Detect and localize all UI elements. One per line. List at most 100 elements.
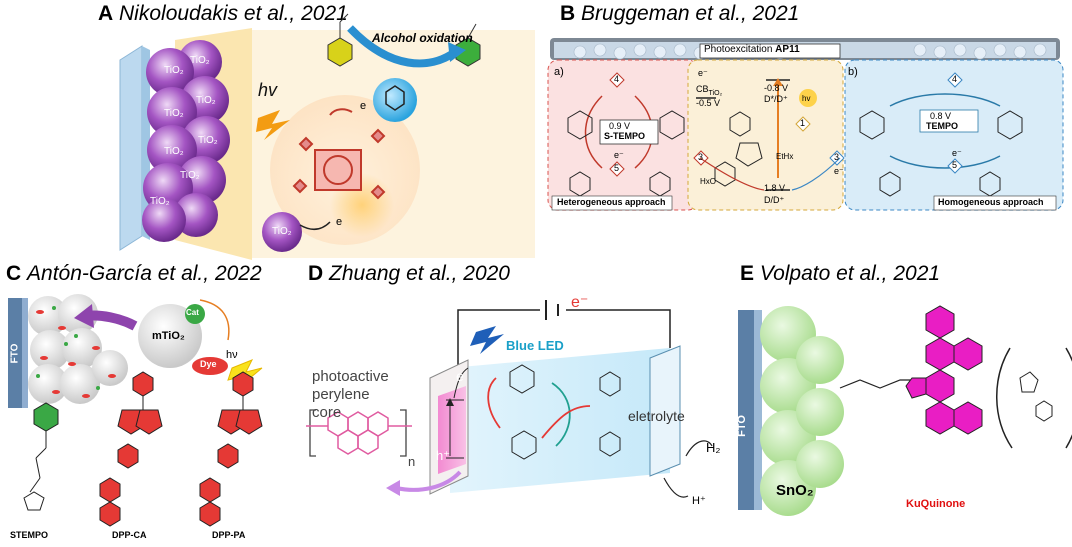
photoexcitation-banner [699,43,841,59]
step-1-label: 1 [800,118,806,128]
hv-label-a: hv [258,80,278,100]
sno2-label: SnO₂ [776,482,814,499]
electron-b3: e⁻ [952,148,962,158]
stempo-structure [23,402,59,511]
stempo-potential: 0.9 V [609,121,631,131]
cat-label: Cat [186,308,199,317]
light-bolt-icon [256,110,290,140]
electron-label-a1: e [360,100,367,112]
electrolyte-tank [450,348,670,493]
tio2-label-7: TiO₂ [180,170,200,181]
tio2-label-1: TiO₂ [190,55,210,66]
dye-ellipse [192,357,228,375]
catalyst-sphere [185,304,205,324]
tio2-anchor-sphere [262,212,302,252]
electron-in-anode: e [456,368,464,384]
cb-label: CBTiO₂ [696,84,723,97]
core-label-2: perylene [312,386,370,403]
electron-b4: e⁻ [834,166,844,176]
ground-potential: 1.8 V [764,183,786,193]
tio2-label-6: TiO₂ [164,146,184,157]
blue-led-icon [470,326,504,354]
fto-plate-e [738,310,754,510]
panel-c-diagram [8,294,263,527]
dye-label-c: Dye [200,359,217,369]
panel-b-diagram [547,38,1064,211]
panel-d-title: D Zhuang et al., 2020 [308,262,510,285]
step-4-left: 4 [614,74,620,84]
perylene-polymer [327,411,389,455]
core-label-1: photoactive [312,368,389,385]
cathode [649,345,681,477]
hplus-label: H⁺ [692,495,706,507]
benzaldehyde-molecule [455,23,481,67]
benzyl-alcohol-molecule [327,13,353,67]
light-sun-icon [799,89,817,107]
excited-state: D*/D⁺ [764,94,788,104]
electron-b1: e⁻ [698,68,708,78]
polymer-n-label: n [408,454,416,469]
panel-a-diagram [119,13,535,260]
mtio2-sphere [138,304,202,368]
panel-d-diagram [306,300,713,498]
tio2-label-3: TiO₂ [196,95,216,106]
panel-a-title: A Nikoloudakis et al., 2021 [98,2,348,25]
blue-led-label: Blue LED [506,338,564,353]
tio2-label-2: TiO₂ [164,65,184,76]
panel-b-title: B Bruggeman et al., 2021 [560,2,800,25]
electrolyte-label: eletrolyte [628,408,685,424]
external-circuit [457,309,540,368]
sub-b-label: b) [848,66,858,78]
oxidation-arrow [347,25,458,68]
electron-label-d: e⁻ [571,294,589,311]
tempo-sphere [373,78,417,122]
step-4-right: 4 [952,74,958,84]
dpp-ca-structure [99,371,163,527]
h2-label: H₂ [706,440,721,455]
fto-label-c: FTO [9,343,21,364]
panel-c-title: C Antón-García et al., 2022 [6,262,262,285]
stempo-name: S-TEMPO [604,131,646,141]
step-3-right: 3 [834,152,840,162]
porphyrin-dye [292,128,386,200]
electron-b2: e⁻ [614,150,624,160]
dpp-pa-label: DPP-PA [212,530,246,540]
kuquinone-label: KuQuinone [906,498,966,510]
core-label-3: core [312,404,342,421]
tempo-potential: 0.8 V [930,111,952,121]
alcohol-oxidation-label: Alcohol oxidation [372,31,473,45]
step-5-right: 5 [952,160,958,170]
kuquinone-structure [905,305,983,435]
hv-label-c: hν [226,349,238,361]
homogeneous-label: Homogeneous approach [938,197,1044,207]
mtio2-film [28,294,128,404]
fto-glass-plate [119,45,143,251]
mtio2-label: mTiO₂ [152,330,185,342]
electron-label-a2: e [336,216,343,228]
step-5-left: 5 [614,163,620,173]
tio2-label-9: TiO₂ [272,226,292,237]
cb-potential: -0.5 V [696,98,721,108]
tio2-label-5: TiO₂ [198,135,218,146]
ground-state: D/D⁺ [764,195,785,205]
dpp-pa-structure [199,371,263,527]
tio2-label-4: TiO₂ [164,108,184,119]
stempo-label: STEMPO [10,530,49,540]
hexo-label: HxO [700,177,716,186]
excited-potential: -0.8 V [764,83,789,93]
tio2-particles [142,40,230,242]
ethx-label: EtHx [776,152,794,161]
panel-e-diagram [738,305,1072,516]
ap11-dye-structure [714,111,763,187]
tempo-name: TEMPO [926,121,959,131]
tio2-label-8: TiO₂ [150,196,170,207]
photoexcitation-label: Photoexcitation AP11 [704,44,800,55]
fto-label-e: FTO [735,415,748,437]
hv-label-b: hv [802,94,811,103]
hole-in-anode: h⁺ [436,448,451,463]
sub-a-label: a) [554,66,564,78]
heterogeneous-label: Heterogeneous approach [557,197,666,207]
panel-e-title: E Volpato et al., 2021 [740,262,941,285]
sno2-film [760,306,844,516]
dpp-ca-label: DPP-CA [112,530,147,540]
